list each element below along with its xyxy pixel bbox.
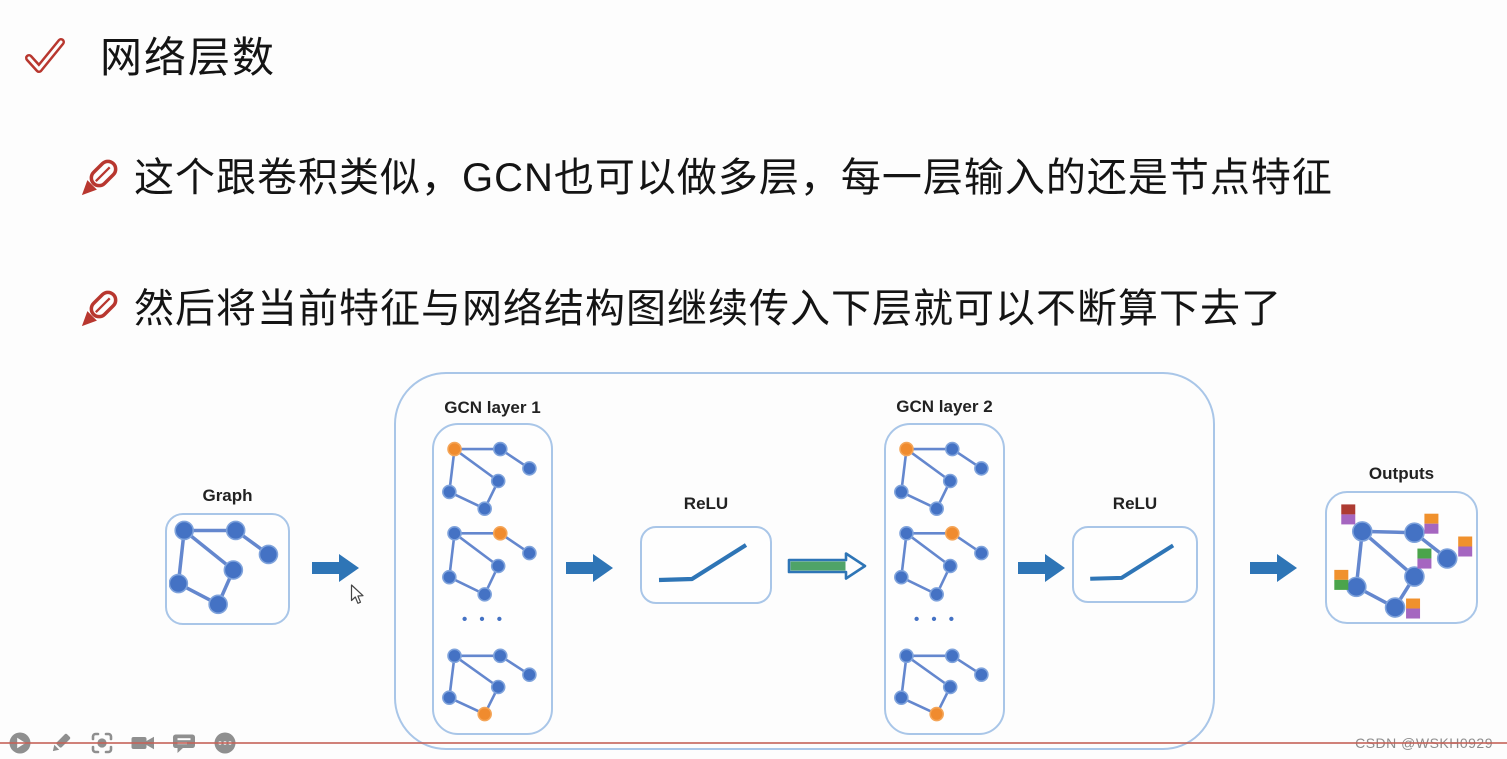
- red-pencil-icon: [81, 159, 118, 196]
- gcn2-mini-graph-3: [894, 648, 989, 722]
- red-pencil-icon: [81, 290, 118, 327]
- gcn2-mini-graph-1: [894, 441, 989, 517]
- outputs-label: Outputs: [1368, 464, 1435, 483]
- arrow-right-icon: [566, 554, 613, 582]
- gcn-layer2-box: • • •: [884, 423, 1005, 735]
- outputs-graph: [1334, 504, 1473, 619]
- bullet-1: 这个跟卷积类似，GCN也可以做多层，每一层输入的还是节点特征: [76, 150, 1333, 208]
- input-graph: [169, 520, 279, 615]
- bullet-1-text: 这个跟卷积类似，GCN也可以做多层，每一层输入的还是节点特征: [134, 156, 1333, 200]
- gcn2-mini-graph-2: [894, 526, 989, 602]
- gcn-layer2-label: GCN layer 2: [896, 397, 993, 416]
- mouse-cursor: [350, 584, 364, 604]
- gcn1-mini-graph-3: [442, 648, 537, 722]
- annotation-red-line: [0, 742, 1507, 744]
- arrow-right-icon: [1250, 554, 1297, 582]
- gcn-pipeline-container: [394, 372, 1215, 750]
- gcn1-mini-graph-2: [442, 526, 537, 602]
- double-check-icon: [25, 37, 65, 73]
- green-arrow-right-icon: [787, 552, 867, 580]
- pencil-icon[interactable]: [49, 731, 73, 755]
- ellipsis-dots: • • •: [913, 611, 959, 628]
- gcn1-mini-graph-1: [442, 441, 537, 517]
- page-title: 网络层数: [100, 34, 277, 81]
- relu2-label: ReLU: [1112, 494, 1158, 513]
- slide-header: 网络层数: [22, 24, 276, 85]
- outputs-box: [1325, 491, 1478, 624]
- arrow-right-icon: [312, 554, 359, 582]
- relu1-box: [640, 526, 772, 604]
- ellipsis-dots: • • •: [461, 611, 507, 628]
- gcn-layer1-box: • • •: [432, 423, 553, 735]
- graph-label: Graph: [202, 486, 253, 505]
- gcn-layer1-label: GCN layer 1: [444, 398, 541, 417]
- chat-icon[interactable]: [172, 731, 196, 755]
- relu-curve-icon: [1090, 543, 1175, 581]
- relu2-box: [1072, 526, 1198, 603]
- relu1-label: ReLU: [683, 494, 729, 513]
- bullet-2-text: 然后将当前特征与网络结构图继续传入下层就可以不断算下去了: [134, 287, 1282, 331]
- input-graph-box: [165, 513, 290, 625]
- arrow-right-icon: [1018, 554, 1065, 582]
- relu-curve-icon: [658, 543, 748, 583]
- bullet-2: 然后将当前特征与网络结构图继续传入下层就可以不断算下去了: [76, 281, 1282, 339]
